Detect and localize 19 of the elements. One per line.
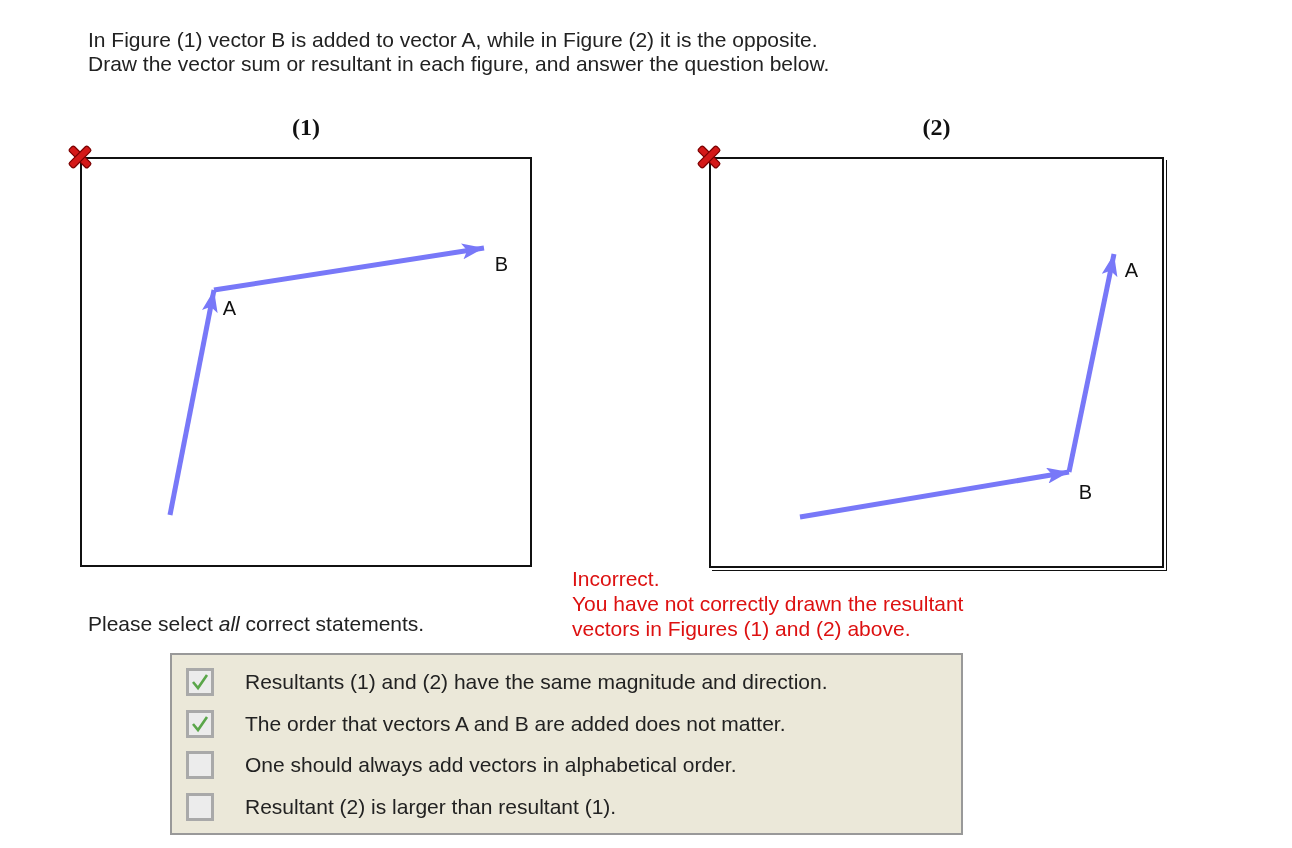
feedback-text: You have not correctly drawn the resultant vectors in Figures (1) and (2) above. <box>572 591 965 641</box>
question-text: In Figure (1) vector B is added to vector A, while in Figure (2) it is the opposite. <box>88 28 818 52</box>
vector-label: B <box>1069 472 1092 502</box>
figure-number: (2) <box>922 114 951 141</box>
vector-arrow <box>213 243 485 293</box>
option-text: Resultant (2) is larger than resultant (1). <box>245 794 617 819</box>
vector-label: A <box>214 290 236 318</box>
vector-label: B <box>484 248 508 274</box>
feedback-heading: Incorrect. <box>572 566 660 591</box>
vector-arrow <box>167 289 218 516</box>
vector-arrow <box>799 467 1070 520</box>
figure-number: (1) <box>292 114 320 141</box>
option-text: One should always add vectors in alphabetical order. <box>245 753 737 777</box>
vector-arrow <box>1066 253 1118 473</box>
question-text: Draw the vector sum or resultant in each figure, and answer the question below. <box>88 52 830 76</box>
instruction-text: Please select all correct statements. <box>88 612 425 636</box>
option-text: Resultants (1) and (2) have the same magnitude and direction. <box>245 670 828 694</box>
vector-label: A <box>1114 254 1138 280</box>
option-text: The order that vectors A and B are added does not matter. <box>245 711 786 736</box>
